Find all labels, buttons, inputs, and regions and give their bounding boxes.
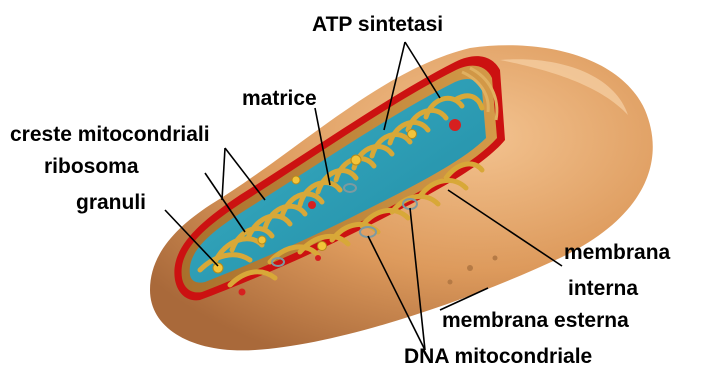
surface-spot bbox=[448, 280, 453, 285]
label-membrana-interna-line1: membrana bbox=[564, 242, 670, 263]
label-atp-sintetasi: ATP sintetasi bbox=[312, 14, 443, 35]
label-membrana-interna-line2: interna bbox=[568, 278, 638, 299]
label-dna-mitocondriale: DNA mitocondriale bbox=[404, 346, 592, 367]
ribosome bbox=[315, 255, 321, 261]
granule bbox=[408, 130, 417, 139]
ribosome bbox=[308, 201, 316, 209]
granule bbox=[258, 236, 266, 244]
surface-spot bbox=[493, 256, 498, 261]
label-ribosoma: ribosoma bbox=[44, 156, 139, 177]
granule bbox=[318, 242, 327, 251]
label-membrana-esterna: membrana esterna bbox=[442, 310, 629, 331]
ribosome bbox=[449, 119, 461, 131]
label-granuli: granuli bbox=[76, 192, 146, 213]
granule bbox=[351, 155, 361, 165]
label-creste-mitocondriali: creste mitocondriali bbox=[10, 124, 210, 145]
leader-creste-1 bbox=[222, 148, 225, 200]
granule bbox=[213, 263, 223, 273]
label-matrice: matrice bbox=[242, 88, 317, 109]
granule bbox=[292, 176, 300, 184]
surface-spot bbox=[467, 265, 473, 271]
ribosome bbox=[239, 289, 246, 296]
